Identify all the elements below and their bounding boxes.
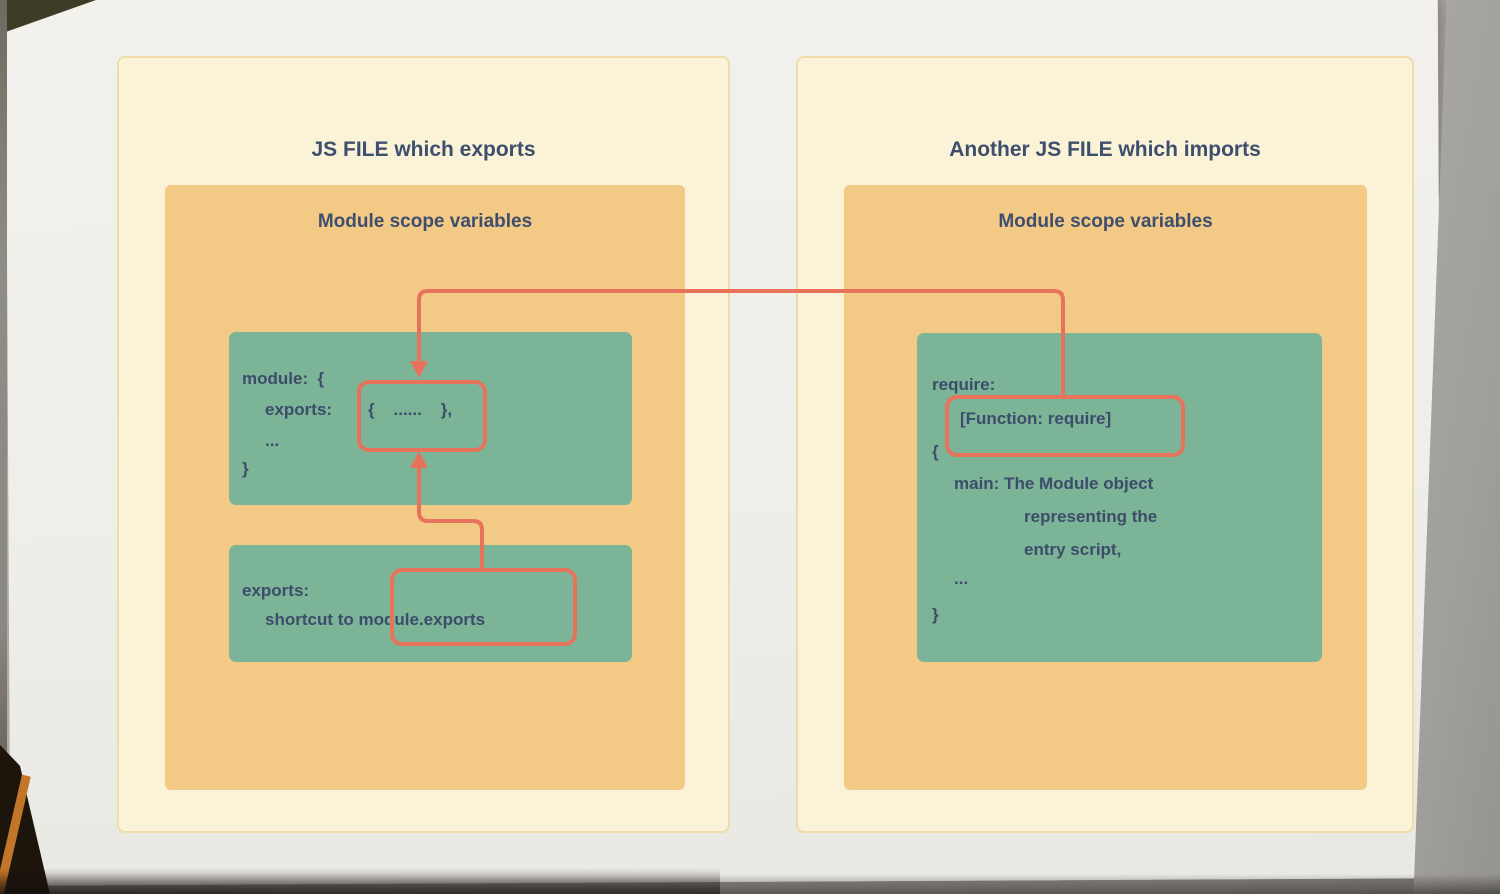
module-code-close-brace: }	[242, 459, 249, 478]
require-main-line1: main: The Module object	[954, 474, 1154, 493]
require-open-brace: {	[932, 442, 939, 461]
require-object-box: require: [Function: require] { main: The…	[917, 333, 1322, 662]
require-main-line2: representing the	[1024, 507, 1158, 526]
exports-file-panel: JS FILE which exports Module scope varia…	[117, 56, 730, 833]
exports-label: exports:	[242, 581, 310, 600]
desk-edge-left	[0, 0, 7, 894]
module-code-exports-label: exports:	[265, 400, 333, 419]
exports-shortcut-box: exports: shortcut to module.exports	[229, 545, 632, 662]
imports-file-title: Another JS FILE which imports	[949, 138, 1261, 161]
require-main-line3: entry script,	[1024, 540, 1122, 559]
imports-module-scope-box: Module scope variables require: [Functio…	[844, 185, 1367, 790]
function-require-highlight	[945, 395, 1185, 457]
exports-shortcut-highlight	[390, 568, 577, 646]
exports-scope-title: Module scope variables	[317, 211, 533, 232]
module-code-line-open: module: {	[242, 369, 325, 388]
require-close-brace: }	[932, 605, 939, 624]
exports-module-scope-box: Module scope variables module: { exports…	[165, 185, 685, 790]
module-object-box: module: { exports: { ...... }, ... }	[229, 332, 632, 505]
imports-scope-title: Module scope variables	[998, 211, 1213, 232]
require-label: require:	[932, 375, 996, 394]
module-code-dots: ...	[265, 431, 280, 450]
require-value: [Function: require]	[960, 409, 1112, 428]
bottom-left-shadow	[0, 868, 720, 894]
imports-file-panel: Another JS FILE which imports Module sco…	[796, 56, 1414, 833]
module-code-exports-value: { ...... },	[368, 400, 453, 419]
require-dots: ...	[954, 569, 969, 588]
module-exports-highlight	[357, 380, 487, 452]
exports-file-title: JS FILE which exports	[311, 138, 536, 161]
